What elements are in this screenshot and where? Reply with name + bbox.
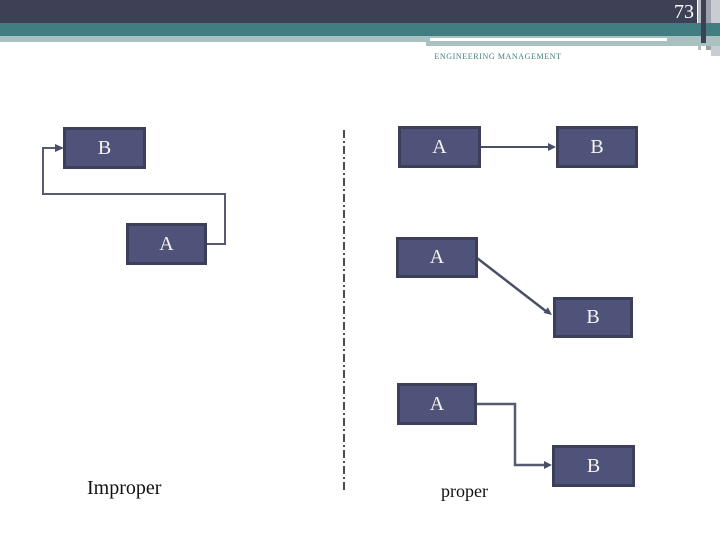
proper-pair2-box-b-label: B	[586, 306, 600, 328]
connector-proper-2-line	[476, 257, 548, 313]
proper-pair1-box-a: A	[398, 126, 481, 168]
proper-pair3-box-a-label: A	[429, 392, 445, 415]
slide-number: 73	[674, 1, 694, 23]
header-sage-bar-right	[426, 36, 720, 46]
improper-box-a: A	[126, 223, 207, 265]
proper-pair2-box-a: A	[396, 237, 478, 278]
header-sage-bar-left	[0, 36, 426, 42]
header-title: ENGINEERING MANAGEMENT	[434, 52, 562, 61]
proper-pair3-box-a: A	[397, 383, 477, 425]
header-white-accent-line	[430, 38, 667, 41]
arrowhead-proper-1	[548, 143, 556, 151]
connector-proper-3-elbow	[477, 402, 545, 467]
header-dark-bar	[0, 0, 697, 23]
proper-pair1-box-b: B	[556, 126, 638, 168]
header-teal-bar	[0, 23, 720, 36]
improper-caption: Improper	[87, 477, 162, 499]
proper-pair2-box-b: B	[553, 297, 633, 338]
proper-pair3-box-b-label: B	[586, 454, 601, 477]
proper-caption: proper	[441, 481, 488, 501]
arrowhead-proper-3	[544, 461, 552, 469]
proper-pair3-box-b: B	[552, 445, 635, 487]
arrowhead-proper-2	[543, 307, 552, 315]
improper-box-b: B	[63, 127, 146, 169]
section-divider-line	[343, 130, 345, 492]
edge-stripe-dark	[701, 0, 706, 43]
arrowhead-improper	[55, 144, 64, 152]
proper-pair2-box-a-label: A	[429, 246, 445, 268]
improper-box-a-label: A	[159, 232, 174, 255]
connector-improper-elbow	[42, 147, 226, 245]
proper-pair1-box-b-label: B	[590, 135, 604, 158]
improper-box-b-label: B	[97, 136, 112, 159]
proper-pair1-box-a-label: A	[432, 135, 447, 158]
